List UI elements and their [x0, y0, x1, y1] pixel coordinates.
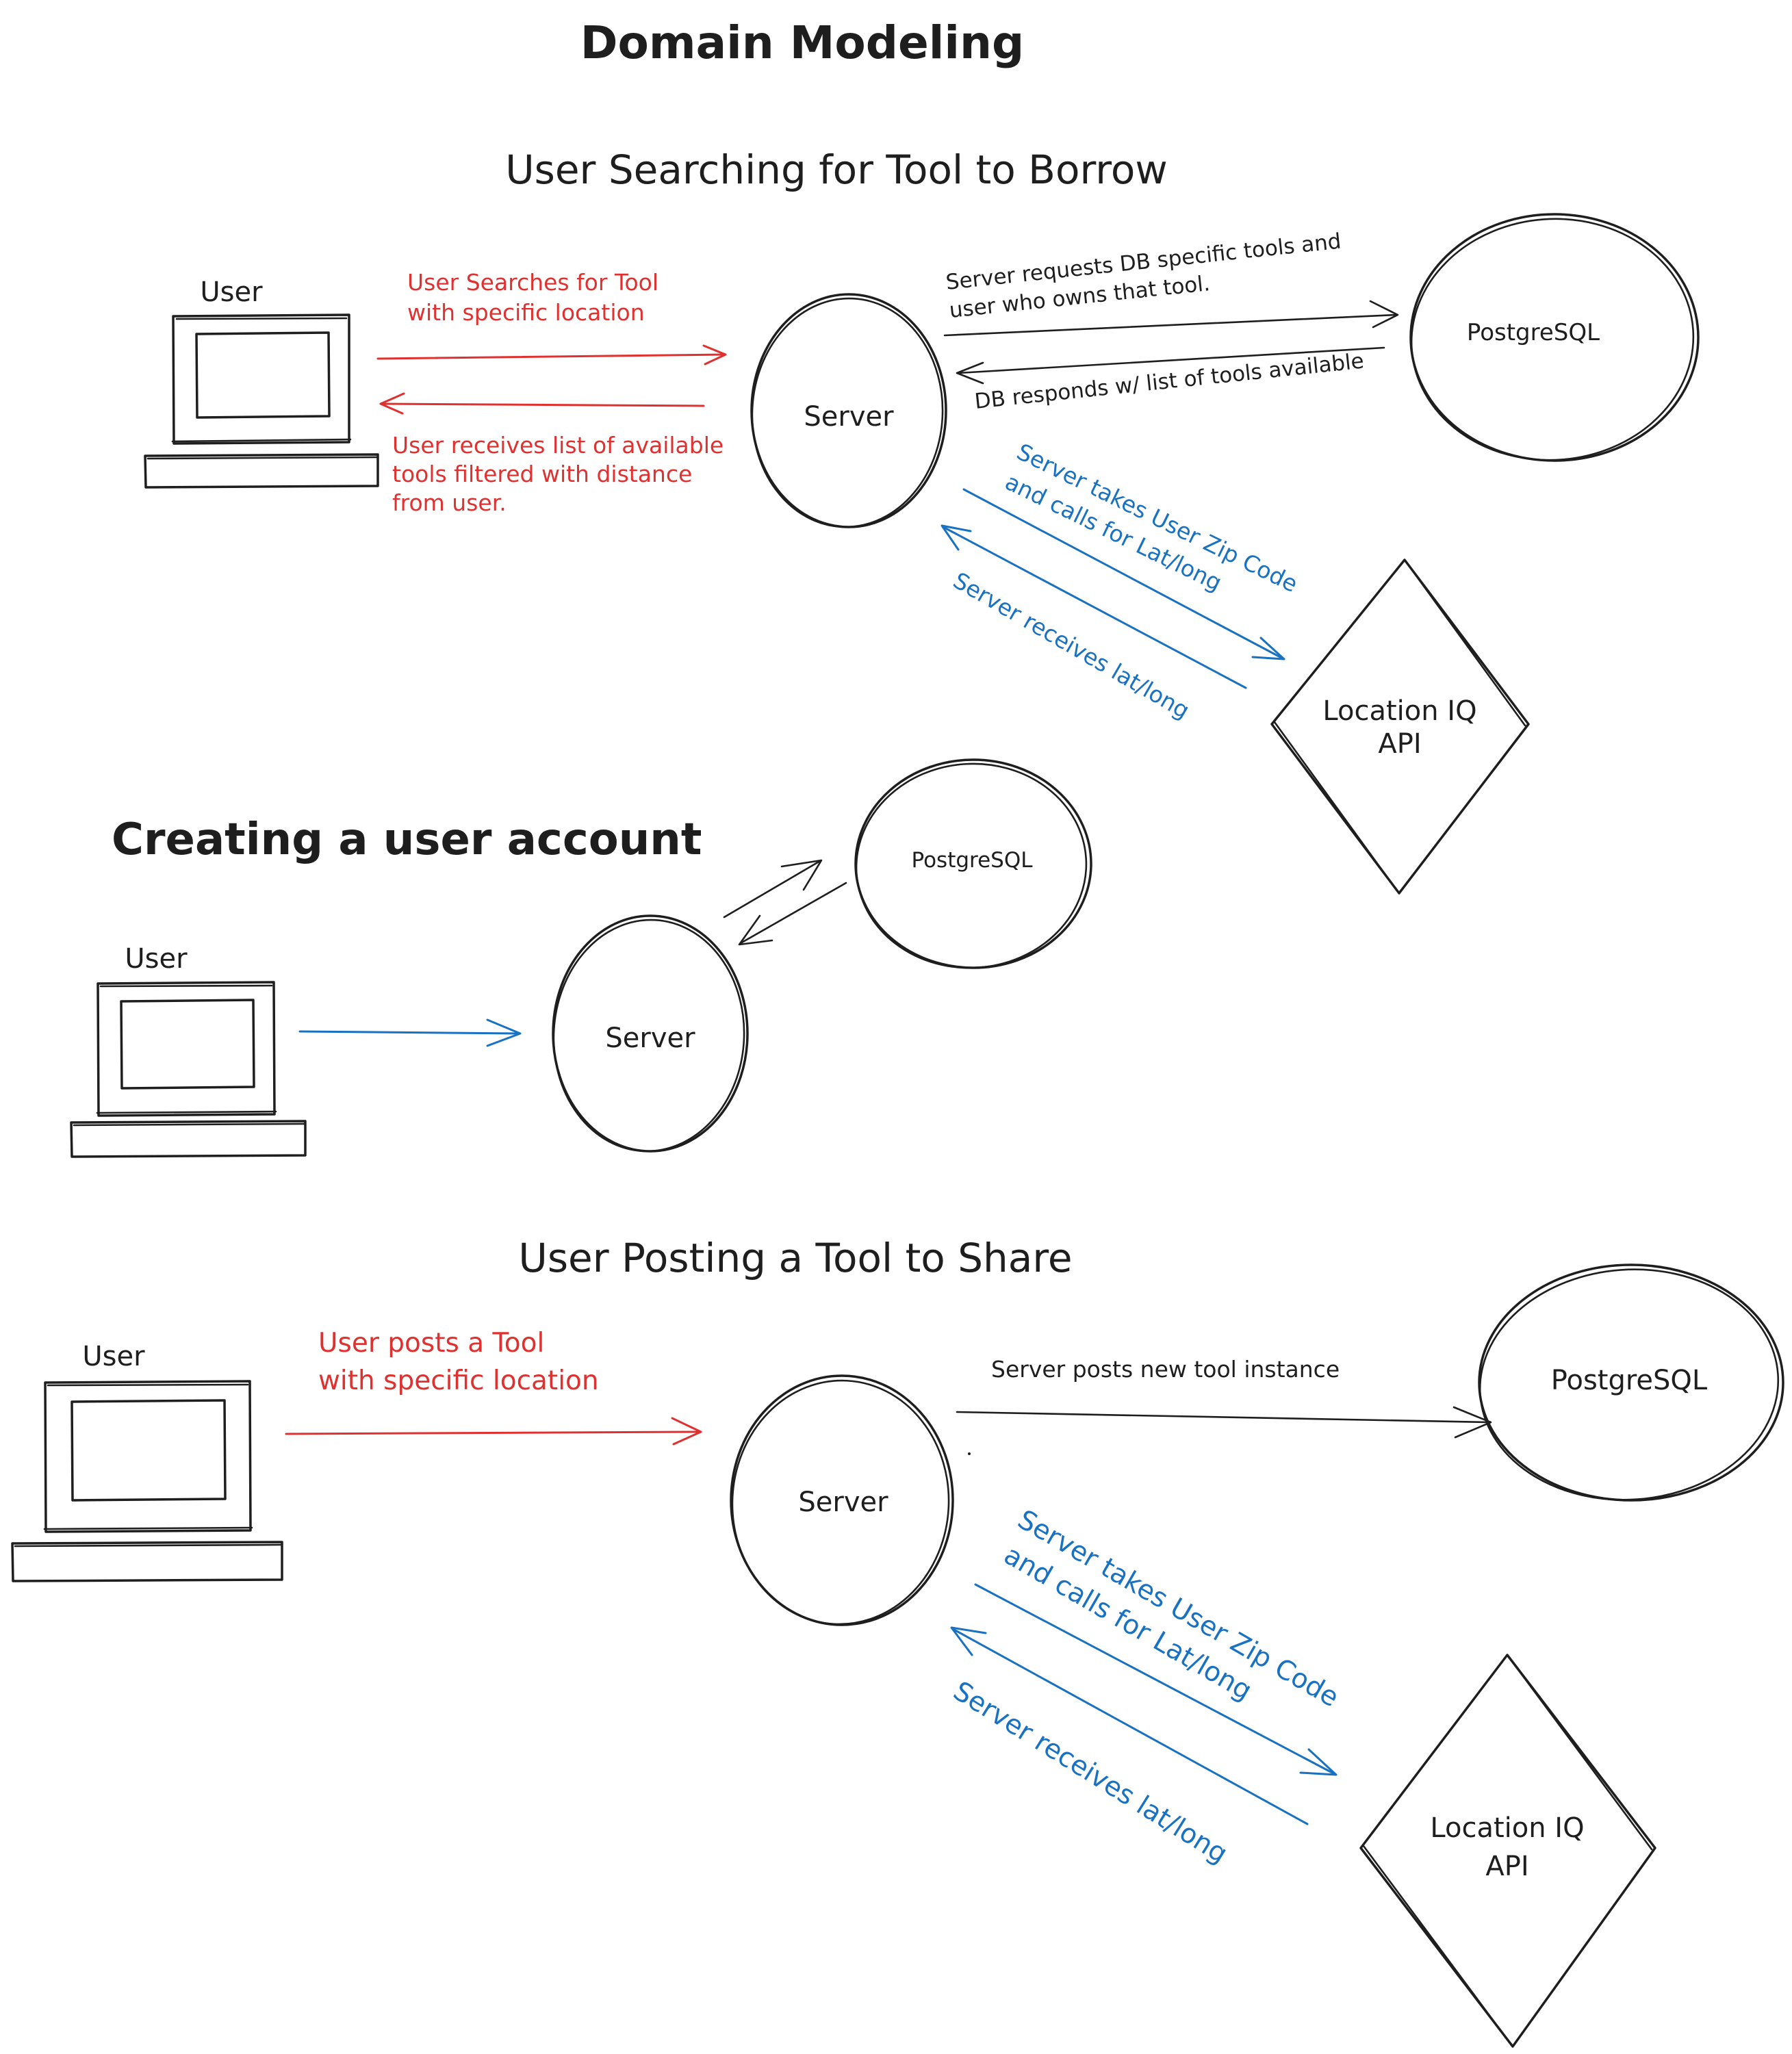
location-iq-label-line1: Location IQ — [1430, 1812, 1584, 1844]
server-posts-label: Server posts new tool instance — [991, 1356, 1340, 1383]
user-posts-label-line1: User posts a Tool — [318, 1328, 544, 1359]
arrow-api-to-server — [940, 524, 1247, 689]
section-heading: User Posting a Tool to Share — [518, 1235, 1072, 1281]
section-create-account: Creating a user account User Server Post… — [70, 758, 1092, 1158]
server-takes-zip-label-line1: Server takes User Zip Code — [1012, 1504, 1344, 1714]
user-receives-label-line3: from user. — [392, 489, 507, 516]
arrow-server-to-db — [943, 300, 1399, 337]
location-iq-label-line2: API — [1378, 728, 1421, 760]
arrow-user-to-server — [298, 1018, 522, 1047]
location-iq-label-line2: API — [1485, 1851, 1528, 1882]
arrow-server-to-api — [962, 488, 1285, 660]
user-receives-label-line1: User receives list of available — [392, 432, 724, 459]
section-heading: User Searching for Tool to Borrow — [505, 146, 1168, 193]
arrow-db-to-server — [956, 346, 1385, 385]
arrow-user-to-server — [376, 344, 727, 365]
user-laptop-icon — [70, 981, 307, 1158]
arrow-server-to-api — [974, 1583, 1337, 1776]
section-search-tool: User Searching for Tool to Borrow User S… — [144, 146, 1700, 895]
user-searches-label-line2: with specific location — [407, 299, 645, 326]
arrow-api-to-server — [950, 1626, 1309, 1825]
location-iq-node — [1270, 559, 1530, 895]
db-responds-label: DB responds w/ list of tools available — [973, 348, 1365, 414]
location-iq-node — [1359, 1654, 1656, 2048]
server-label: Server — [804, 401, 894, 433]
server-label: Server — [798, 1487, 888, 1518]
user-posts-label-line2: with specific location — [318, 1365, 599, 1396]
user-receives-label-line2: tools filtered with distance — [392, 461, 692, 487]
server-receives-latlong-label: Server receives lat/long — [949, 567, 1194, 724]
diagram-title: Domain Modeling — [580, 16, 1025, 69]
postgresql-label: PostgreSQL — [1551, 1365, 1708, 1396]
location-iq-label-line1: Location IQ — [1322, 695, 1476, 727]
user-laptop-icon — [11, 1380, 283, 1582]
postgresql-label: PostgreSQL — [911, 848, 1033, 873]
stray-mark — [968, 1452, 971, 1455]
arrow-user-to-server — [285, 1417, 702, 1446]
arrow-server-to-db — [956, 1406, 1492, 1439]
server-label: Server — [605, 1023, 695, 1054]
user-label: User — [125, 943, 188, 975]
user-laptop-icon — [144, 313, 379, 489]
user-searches-label-line1: User Searches for Tool — [407, 269, 658, 296]
section-post-tool: User Posting a Tool to Share User Server… — [11, 1235, 1784, 2048]
user-label: User — [82, 1341, 145, 1372]
postgresql-label: PostgreSQL — [1467, 319, 1600, 346]
arrow-db-to-server — [738, 882, 847, 946]
section-heading: Creating a user account — [112, 814, 702, 865]
user-label: User — [200, 277, 263, 308]
arrow-server-to-user — [379, 392, 705, 415]
arrow-server-to-db — [723, 859, 823, 919]
